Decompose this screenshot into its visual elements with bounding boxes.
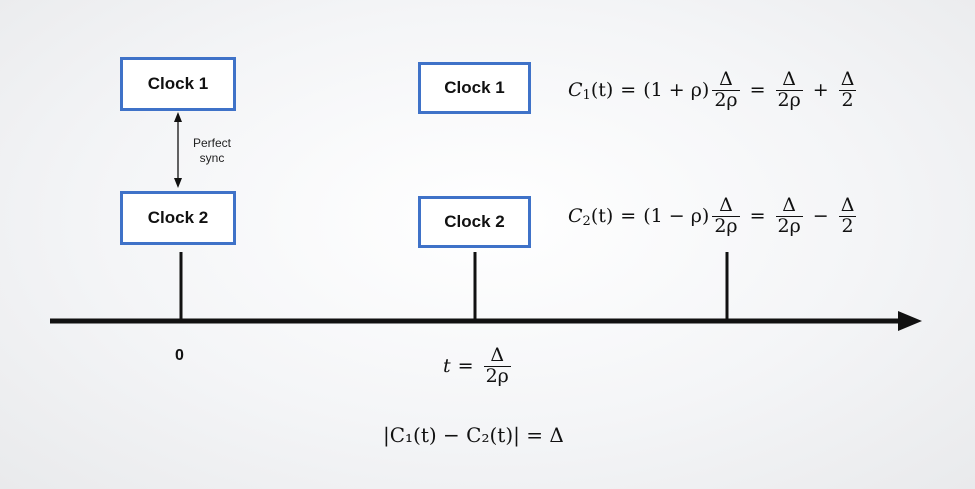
eq2-eq: = <box>620 205 637 227</box>
eq2-frac-c-num: Δ <box>840 193 855 216</box>
t-var: t <box>443 355 451 377</box>
mid-clock-1-label: Clock 1 <box>444 78 505 97</box>
left-clock-1-label: Clock 1 <box>147 74 209 93</box>
mid-clock-2-box: Clock 2 <box>418 196 531 248</box>
eq2-factor: (1 − ρ) <box>643 205 710 227</box>
eq2-frac-b-den: 2ρ <box>777 214 801 237</box>
eq2-op: − <box>812 205 829 227</box>
skew-equation: |C₁(t) − C₂(t)| = Δ <box>383 423 564 447</box>
eq1-arg: (t) <box>590 79 614 101</box>
eq1-frac-c-num: Δ <box>840 67 855 90</box>
eq2-frac-a-num: Δ <box>719 193 733 216</box>
mid-clock-2-label: Clock 2 <box>444 212 505 231</box>
eq2-frac-c-den: 2 <box>841 214 854 237</box>
eq2-c: C <box>568 205 583 227</box>
eq1-sub: 1 <box>582 87 591 103</box>
eq1-frac-b-num: Δ <box>782 67 796 90</box>
eq1-c: C <box>568 79 583 101</box>
t-frac-num: Δ <box>490 343 505 366</box>
t-eq: = <box>457 355 474 377</box>
eq1-eq2: = <box>749 79 766 101</box>
eq2-sub: 2 <box>582 213 591 229</box>
eq2-arg: (t) <box>590 205 614 227</box>
left-clock-1-box: Clock 1 <box>120 57 236 111</box>
eq2-frac-b-num: Δ <box>782 193 796 216</box>
eq1-op: + <box>812 79 829 101</box>
eq1-frac-c-den: 2 <box>841 88 854 111</box>
left-clock-2-box: Clock 2 <box>120 191 236 245</box>
eq1-eq: = <box>620 79 637 101</box>
timeline-arrowhead <box>898 311 922 331</box>
eq1-factor: (1 + ρ) <box>643 79 710 101</box>
perfect-sync-line1: Perfect <box>192 136 231 150</box>
left-clock-2-label: Clock 2 <box>147 208 209 227</box>
eq2-frac-a-den: 2ρ <box>714 214 738 237</box>
eq1-frac-a-num: Δ <box>719 67 733 90</box>
mid-clock-1-box: Clock 1 <box>418 62 531 114</box>
origin-label: 0 <box>175 347 184 364</box>
sync-arrowhead-down <box>174 178 182 188</box>
t-frac-den: 2ρ <box>485 364 509 387</box>
perfect-sync-line2: sync <box>199 151 225 165</box>
eq2-eq2: = <box>749 205 766 227</box>
eq1-frac-b-den: 2ρ <box>777 88 801 111</box>
perfect-sync-label: Perfect sync <box>186 136 238 166</box>
eq1-frac-a-den: 2ρ <box>714 88 738 111</box>
sync-arrowhead-up <box>174 112 182 122</box>
